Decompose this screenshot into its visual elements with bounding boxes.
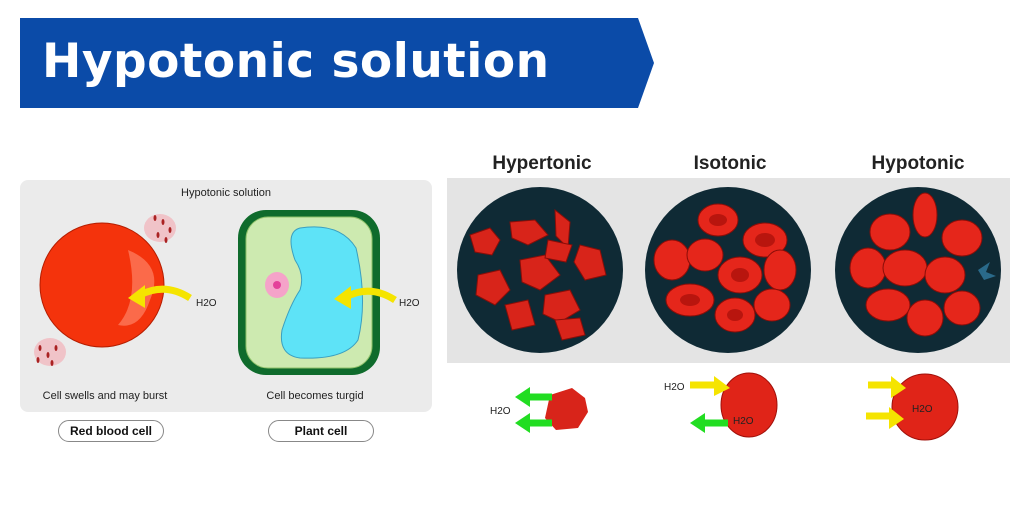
water-label: H2O (196, 298, 217, 309)
water-label: H2O (912, 404, 933, 415)
isotonic-micrograph (645, 187, 811, 353)
red-blood-cell-label: Red blood cell (58, 420, 164, 442)
hypertonic-micrograph (457, 187, 623, 353)
water-label: H2O (399, 298, 420, 309)
swollen-cell-diagram: H2O (866, 373, 959, 441)
water-label: H2O (490, 406, 511, 417)
water-arrow-icon (128, 285, 192, 308)
rbc-caption: Cell swells and may burst (42, 390, 168, 402)
turgid-plant-cell (238, 210, 380, 375)
title-banner (20, 18, 654, 108)
water-label: H2O (733, 416, 754, 427)
plant-caption: Cell becomes turgid (266, 390, 364, 402)
heading-isotonic: Isotonic (693, 153, 767, 174)
water-label: H2O (664, 382, 685, 393)
heading-hypotonic: Hypotonic (871, 153, 965, 174)
heading-hypertonic: Hypertonic (492, 153, 592, 174)
water-arrow-icon (334, 286, 397, 309)
shrunken-cell-diagram: H2O (490, 387, 588, 433)
swollen-red-blood-cell (34, 214, 176, 366)
normal-cell-diagram: H2O H2O (664, 372, 778, 438)
hypotonic-micrograph (835, 187, 1001, 353)
plant-cell-label: Plant cell (268, 420, 374, 442)
page-title: Hypotonic solution (42, 34, 550, 89)
panel-heading: Hypotonic solution (181, 187, 271, 199)
banner-shape (20, 18, 654, 108)
